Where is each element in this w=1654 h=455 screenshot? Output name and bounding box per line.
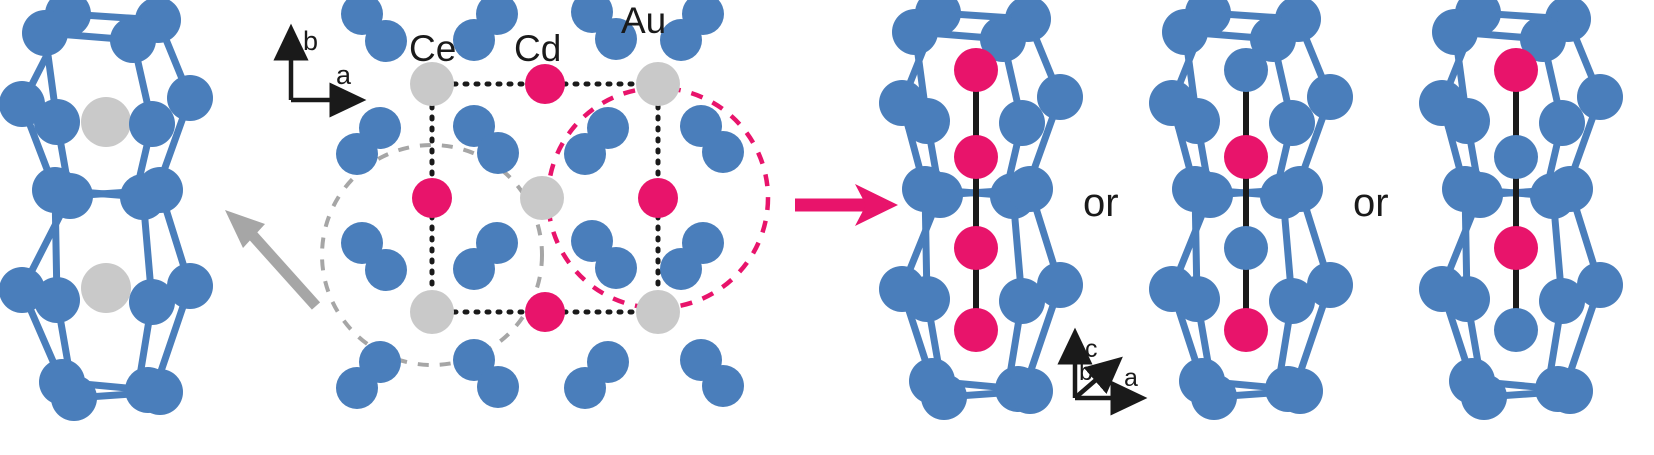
axis-label-c-right: c bbox=[1085, 335, 1098, 363]
ce-atom bbox=[81, 263, 131, 313]
au-vertex-group bbox=[0, 0, 213, 421]
chain-atom-3 bbox=[1224, 226, 1268, 270]
chain-atom-2 bbox=[954, 135, 998, 179]
chain-atom-4 bbox=[1494, 308, 1538, 352]
chain-atom-4 bbox=[1224, 308, 1268, 352]
axis-label-a-left: a bbox=[336, 60, 352, 90]
ce-atom bbox=[636, 62, 680, 106]
gray-highlight-circle bbox=[320, 143, 544, 367]
axis-triad-abc bbox=[1057, 327, 1148, 416]
chain-atom-3 bbox=[1494, 226, 1538, 270]
axis-label-b-right: b bbox=[1079, 358, 1093, 386]
ce-atom bbox=[520, 176, 564, 220]
chain-atom-2 bbox=[1224, 135, 1268, 179]
legend-label-cd: Cd bbox=[514, 28, 562, 69]
au-pair-cluster bbox=[341, 220, 724, 291]
ce-atom bbox=[636, 290, 680, 334]
gray-left-arrow bbox=[225, 210, 321, 310]
axis-label-b-left: b bbox=[303, 26, 319, 56]
middle-lattice-group bbox=[320, 0, 771, 409]
au-pair-cluster bbox=[336, 105, 744, 175]
au-pair-cluster bbox=[341, 0, 724, 62]
axis-triad-ab bbox=[273, 23, 367, 118]
pink-right-arrow bbox=[795, 184, 898, 226]
chain-atom-1 bbox=[1494, 48, 1538, 92]
chain-atom-3 bbox=[954, 226, 998, 270]
connector-or-2: or bbox=[1353, 181, 1389, 225]
cd-atom bbox=[412, 178, 452, 218]
cd-atom bbox=[638, 178, 678, 218]
au-pair-cluster bbox=[336, 339, 744, 409]
connector-or-1: or bbox=[1083, 181, 1119, 225]
chain-atom-1 bbox=[954, 48, 998, 92]
ce-atom bbox=[410, 290, 454, 334]
ce-atom bbox=[410, 62, 454, 106]
chain-atom-4 bbox=[954, 308, 998, 352]
cd-atom bbox=[525, 64, 565, 104]
left-cage-group bbox=[0, 0, 213, 421]
right-cage-3 bbox=[1419, 0, 1623, 420]
chain-atom-2 bbox=[1494, 135, 1538, 179]
legend-label-au: Au bbox=[621, 0, 667, 41]
ce-atom bbox=[81, 97, 131, 147]
right-cage-2 bbox=[1149, 0, 1353, 420]
axis-label-a-right: a bbox=[1124, 364, 1138, 392]
right-cage-1 bbox=[879, 0, 1083, 420]
chain-atom-1 bbox=[1224, 48, 1268, 92]
legend-label-ce: Ce bbox=[409, 28, 457, 69]
cd-atom bbox=[525, 292, 565, 332]
